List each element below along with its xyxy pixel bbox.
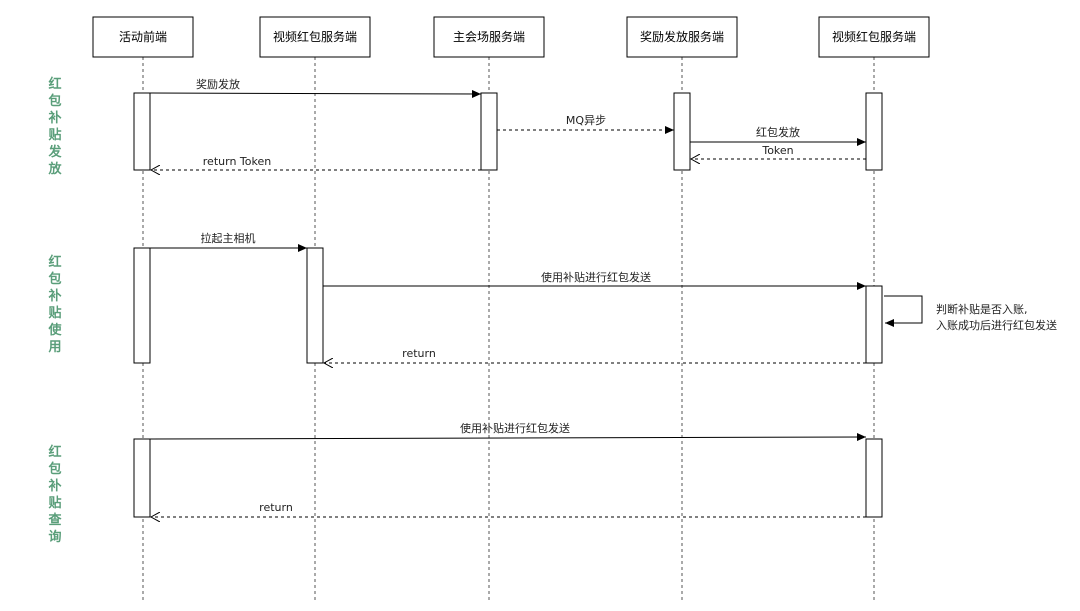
participant-box: 奖励发放服务端 — [626, 16, 738, 58]
message-label: 奖励发放 — [196, 77, 240, 91]
participant-label: 活动前端 — [119, 29, 167, 44]
participant-box: 视频红包服务端 — [259, 16, 371, 58]
activation-bar — [865, 438, 883, 518]
participant-box: 视频红包服务端 — [818, 16, 930, 58]
message-label: return — [259, 501, 293, 514]
section-labels: 红包补贴发放 红包补贴使用 红包补贴查询 — [47, 76, 62, 545]
activation-bar — [673, 92, 691, 171]
participant-label: 视频红包服务端 — [273, 29, 357, 44]
activation-bar — [865, 92, 883, 171]
message-arrow — [149, 89, 482, 98]
self-call-note: 入账成功后进行红包发送 — [936, 318, 1057, 332]
activation-bar — [306, 247, 324, 364]
activation-bar — [865, 285, 883, 364]
participant-label: 视频红包服务端 — [832, 29, 916, 44]
message-label: return Token — [203, 155, 271, 168]
self-call-note: 判断补贴是否入账, — [936, 302, 1028, 316]
message-arrow — [149, 433, 867, 442]
section-label-query: 红包补贴查询 — [47, 444, 62, 545]
message-label: MQ异步 — [566, 114, 606, 127]
section-label-issue: 红包补贴发放 — [47, 76, 62, 177]
message-label: 使用补贴进行红包发送 — [460, 421, 570, 435]
participant-box: 主会场服务端 — [433, 16, 545, 58]
messages: 奖励发放 MQ异步 红包发放 Token return Token 拉起主相机 … — [149, 77, 1057, 517]
message-label: Token — [761, 144, 793, 157]
message-label: 红包发放 — [756, 125, 800, 139]
message-label: return — [402, 347, 436, 360]
participant-box: 活动前端 — [92, 16, 194, 58]
message-label: 拉起主相机 — [201, 231, 256, 245]
participant-label: 主会场服务端 — [453, 29, 525, 44]
section-label-use: 红包补贴使用 — [47, 254, 62, 355]
activation-bar — [133, 247, 151, 364]
activation-bar — [133, 92, 151, 171]
activation-bar — [480, 92, 498, 171]
message-label: 使用补贴进行红包发送 — [541, 270, 651, 284]
self-call-arrow — [884, 295, 923, 327]
activations — [133, 92, 883, 518]
participant-label: 奖励发放服务端 — [640, 29, 724, 44]
activation-bar — [133, 438, 151, 518]
participants: 活动前端 视频红包服务端 主会场服务端 奖励发放服务端 视频红包服务端 — [92, 16, 930, 58]
